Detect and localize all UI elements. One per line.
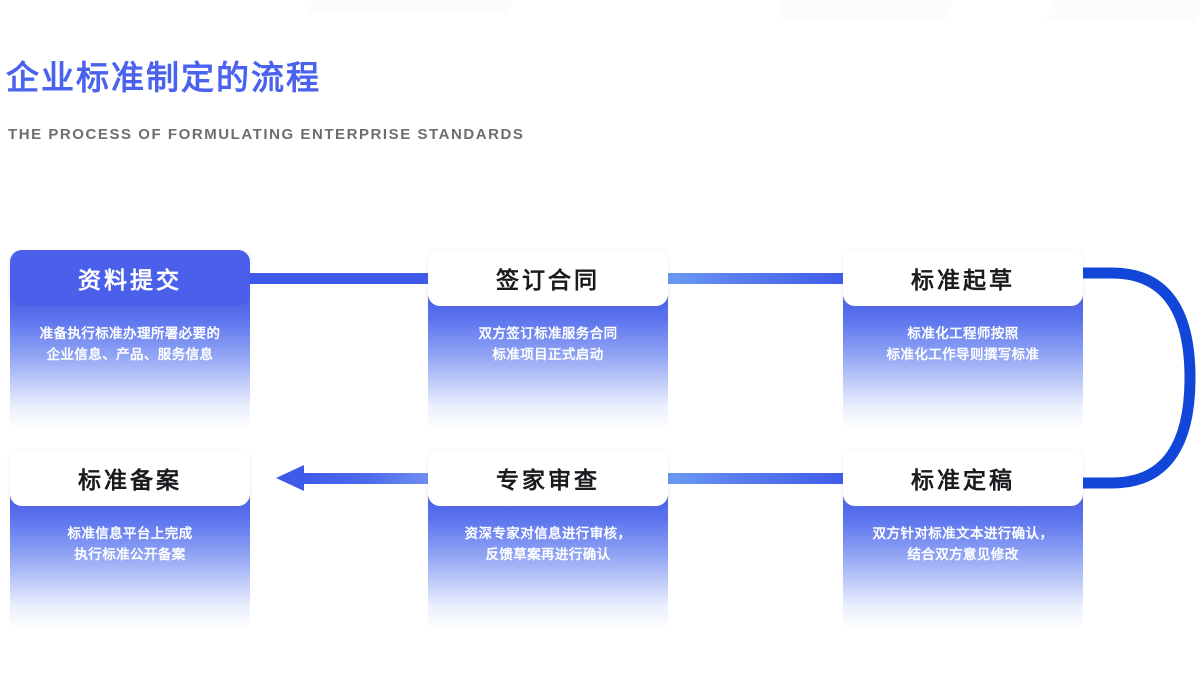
flow-card-5-body: 资深专家对信息进行审核， 反馈草案再进行确认 [428, 494, 668, 630]
flow-card-2[interactable]: 签订合同 双方签订标准服务合同 标准项目正式启动 [428, 250, 668, 430]
flow-card-5-desc-line1: 资深专家对信息进行审核， [464, 526, 632, 541]
flow-card-4-body: 标准信息平台上完成 执行标准公开备案 [10, 494, 250, 630]
flow-card-1-desc-line1: 准备执行标准办理所署必要的 [39, 326, 221, 341]
flow-card-2-title: 签订合同 [428, 250, 668, 306]
flow-card-3-desc-line1: 标准化工程师按照 [907, 326, 1019, 341]
decorative-shape-right [1045, 0, 1200, 22]
flow-card-4-desc-line1: 标准信息平台上完成 [67, 526, 193, 541]
flow-card-3[interactable]: 标准起草 标准化工程师按照 标准化工作导则撰写标准 [843, 250, 1083, 430]
flow-card-6-title: 标准定稿 [843, 450, 1083, 506]
connector-step6-to-step5 [662, 473, 850, 484]
page-subtitle: THE PROCESS OF FORMULATING ENTERPRISE ST… [8, 126, 525, 143]
flow-card-6[interactable]: 标准定稿 双方针对标准文本进行确认， 结合双方意见修改 [843, 450, 1083, 630]
decorative-shape-left [307, 0, 513, 14]
flow-card-3-title: 标准起草 [843, 250, 1083, 306]
connector-step2-to-step3 [662, 273, 850, 284]
flow-card-1-title: 资料提交 [10, 250, 250, 306]
flow-card-5-title: 专家审查 [428, 450, 668, 506]
flow-card-2-body: 双方签订标准服务合同 标准项目正式启动 [428, 294, 668, 430]
page-title: 企业标准制定的流程 [6, 59, 321, 96]
flow-card-4[interactable]: 标准备案 标准信息平台上完成 执行标准公开备案 [10, 450, 250, 630]
flow-card-6-desc-line2: 结合双方意见修改 [907, 546, 1019, 562]
flow-card-3-desc-line2: 标准化工作导则撰写标准 [886, 346, 1040, 362]
flow-card-6-body: 双方针对标准文本进行确认， 结合双方意见修改 [843, 494, 1083, 630]
flow-card-1-desc-line2: 企业信息、产品、服务信息 [46, 346, 214, 362]
flow-card-4-title: 标准备案 [10, 450, 250, 506]
flow-card-6-desc-line1: 双方针对标准文本进行确认， [872, 526, 1054, 541]
decorative-shape-mid [776, 0, 954, 18]
flow-card-3-body: 标准化工程师按照 标准化工作导则撰写标准 [843, 294, 1083, 430]
arrow-head-left-icon [276, 465, 304, 491]
flow-card-5-desc-line2: 反馈草案再进行确认 [485, 546, 611, 562]
flow-card-2-desc-line2: 标准项目正式启动 [492, 346, 604, 362]
flow-card-5[interactable]: 专家审查 资深专家对信息进行审核， 反馈草案再进行确认 [428, 450, 668, 630]
flow-card-1-body: 准备执行标准办理所署必要的 企业信息、产品、服务信息 [10, 294, 250, 430]
arrow-shaft [302, 473, 454, 484]
connector-step1-to-step2 [244, 273, 436, 284]
curve-connector-step3-to-step6 [1076, 267, 1196, 489]
flow-card-1[interactable]: 资料提交 准备执行标准办理所署必要的 企业信息、产品、服务信息 [10, 250, 250, 430]
flow-card-4-desc-line2: 执行标准公开备案 [74, 546, 186, 562]
flow-card-2-desc-line1: 双方签订标准服务合同 [478, 326, 618, 341]
arrow-step5-to-step4 [276, 465, 456, 491]
